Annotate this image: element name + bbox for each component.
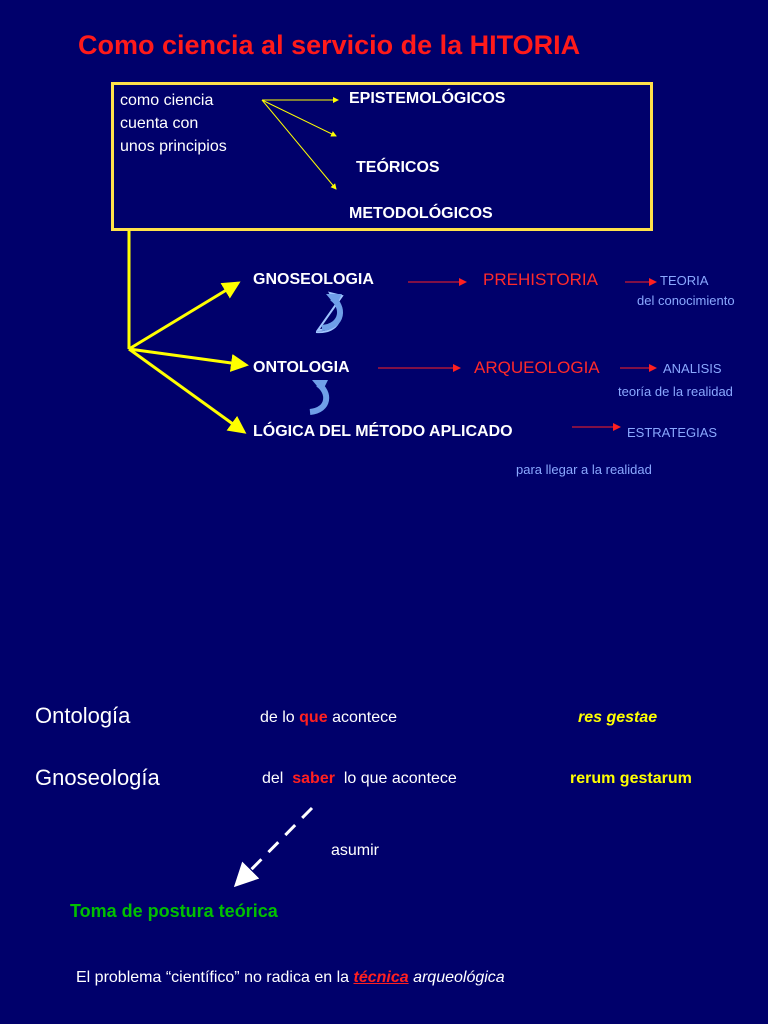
branch-arqueologia: ARQUEOLOGIA: [474, 358, 600, 377]
asumir-label: asumir: [331, 842, 380, 859]
ontologia-pre: de lo: [260, 709, 295, 726]
gnoseologia-definition: del saber lo que acontece: [262, 770, 457, 788]
ontologia-latin: res gestae: [578, 709, 658, 726]
ontologia-definition: de lo que acontece: [260, 709, 397, 727]
intro-line: cuenta con: [120, 115, 199, 132]
branch-arrow-logica: [128, 347, 247, 434]
branch-arrow-ontologia: [128, 347, 249, 372]
ontologia-term: Ontología: [35, 703, 131, 728]
branch-logica-label: LÓGICA DEL MÉTODO APLICADO: [253, 423, 513, 440]
branch-ontologia-label: ONTOLOGIA: [253, 359, 350, 376]
principle-epistemologicos: EPISTEMOLÓGICOS: [349, 90, 506, 107]
final-pre: El problema “científico” no radica en la: [76, 969, 350, 986]
gnoseologia-term: Gnoseología: [35, 765, 160, 790]
curved-arrow-icon: [326, 294, 342, 306]
principle-metodologicos: METODOLÓGICOS: [349, 205, 493, 222]
gnoseologia-highlight: saber: [292, 770, 335, 787]
principle-teoricos: TEÓRICOS: [356, 159, 440, 176]
note-analisis-sub: teoría de la realidad: [618, 384, 733, 399]
gnoseologia-latin: rerum gestarum: [570, 770, 692, 787]
intro-text: como ciencia cuenta con unos principios: [120, 89, 227, 158]
note-teoria-sub: del conocimiento: [637, 293, 735, 308]
note-estrategias-sub: para llegar a la realidad: [516, 462, 652, 477]
note-teoria: TEORIA: [660, 273, 709, 288]
page-title: Como ciencia al servicio de la HITORIA: [78, 30, 581, 60]
note-analisis: ANALISIS: [663, 361, 722, 376]
final-highlight: técnica: [353, 969, 409, 986]
curved-arrow-icon: [312, 380, 328, 392]
final-statement: El problema “científico” no radica en la…: [76, 969, 505, 987]
principles-box: [111, 82, 653, 231]
gnoseologia-post: lo que acontece: [343, 770, 457, 787]
ontologia-post: acontece: [332, 709, 397, 726]
intro-line: unos principios: [120, 138, 227, 155]
intro-line: como ciencia: [120, 92, 214, 109]
branch-gnoseologia-label: GNOSEOLOGIA: [253, 271, 374, 288]
arrow-to-blank: [261, 99, 337, 137]
ontologia-highlight: que: [299, 709, 328, 726]
note-estrategias: ESTRATEGIAS: [627, 425, 718, 440]
arrow-to-teoricos: [261, 99, 337, 190]
final-post: arqueológica: [413, 969, 505, 986]
toma-de-postura: Toma de postura teórica: [70, 901, 278, 921]
branch-arrow-gnoseologia: [128, 281, 241, 351]
gnoseologia-pre: del: [262, 770, 284, 787]
branch-prehistoria: PREHISTORIA: [483, 270, 598, 289]
dashed-arrow: [233, 806, 314, 888]
